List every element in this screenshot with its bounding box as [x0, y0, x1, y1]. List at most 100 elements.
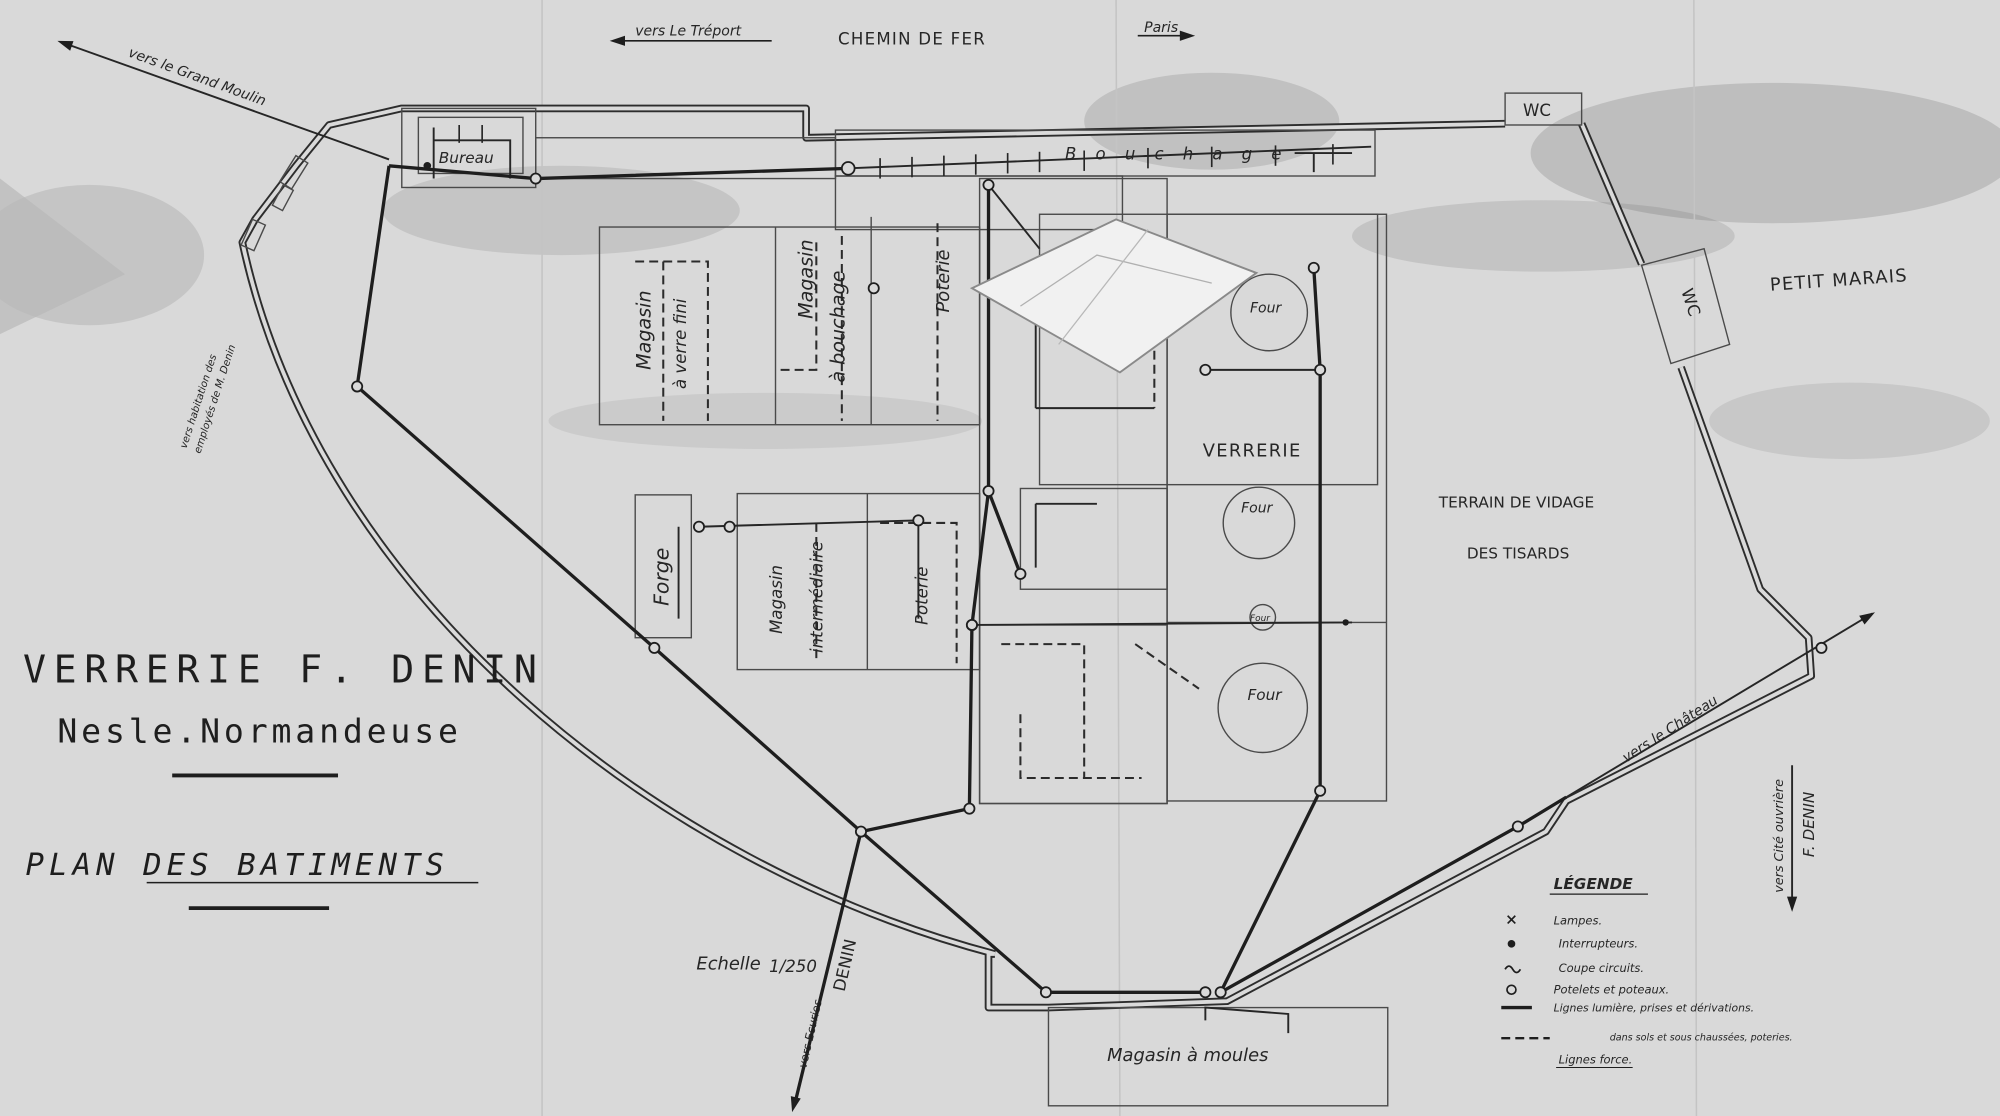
label-magasin-verre-fini-line2: à verre fini — [671, 298, 690, 389]
pole-icon — [648, 641, 661, 654]
label-magasin-bouchage-line2: à bouchage — [826, 271, 849, 383]
legend-item-label: Potelets et poteaux. — [1554, 983, 1670, 997]
label-four-1: Four — [1250, 300, 1283, 316]
magasin-intermediaire-building — [736, 492, 981, 671]
legend-item-label: Lignes force. — [1559, 1053, 1633, 1067]
pole-icon — [982, 485, 995, 498]
cross-stroke — [1507, 915, 1516, 924]
pole-icon — [1314, 363, 1327, 376]
fold-line — [1115, 0, 1121, 1116]
arrow-grand-moulin-icon — [57, 40, 74, 51]
furnace-circle — [1249, 603, 1277, 631]
label-magasin-bouchage-line1: Magasin — [794, 239, 817, 318]
filled-dot-icon — [1507, 939, 1516, 948]
legend-item-label: Interrupteurs. — [1559, 937, 1638, 951]
pole-icon — [1199, 986, 1212, 999]
patch-crease — [1020, 254, 1212, 307]
main-line — [60, 41, 390, 161]
pole-icon — [854, 825, 867, 838]
pole-icon — [351, 380, 364, 393]
small-room — [1019, 487, 1168, 590]
pole-icon — [1511, 820, 1524, 833]
power-line — [880, 521, 958, 664]
stain — [1530, 82, 2000, 224]
label-magasin-moules: Magasin à moules — [1107, 1045, 1268, 1066]
arrow-ecuries-icon — [790, 1096, 801, 1113]
pole-icon — [692, 520, 705, 533]
power-line — [1019, 714, 1142, 780]
power-lines — [635, 223, 1200, 780]
power-line — [635, 260, 709, 421]
stain — [1352, 200, 1735, 272]
scale-label: Echelle — [696, 953, 760, 974]
fold-line — [1693, 0, 1698, 1116]
patch — [969, 218, 1259, 374]
label-bouchage: Bouchage — [1065, 144, 1301, 163]
legend-item-label: Coupe circuits. — [1559, 961, 1644, 975]
scale-value: 1/250 — [769, 957, 817, 976]
direction-treport: vers Le Tréport — [635, 24, 741, 40]
legend-title: LÉGENDE — [1554, 874, 1634, 893]
legend-item-label: Lampes. — [1554, 914, 1603, 928]
light-line — [1204, 1006, 1290, 1034]
pole-icon — [1214, 986, 1227, 999]
main-line — [355, 165, 1206, 994]
paper-fold — [0, 178, 125, 335]
area-terrain-line2: DES TISARDS — [1467, 545, 1569, 563]
main-lighting-lines — [60, 41, 1873, 1105]
pole-icon — [840, 161, 856, 176]
plan-title: PLAN DES BATIMENTS — [26, 848, 450, 883]
lamp-marks — [458, 124, 1334, 179]
document-title: VERRERIE F. DENIN — [23, 647, 545, 692]
arrow-treport-icon — [609, 35, 625, 46]
stain — [548, 392, 983, 449]
area-terrain-line1: TERRAIN DE VIDAGE — [1438, 494, 1594, 512]
tilde-icon — [1504, 965, 1522, 974]
pole-icon — [723, 520, 736, 533]
wc-top-building — [1504, 92, 1583, 126]
furnace-circle — [1217, 662, 1309, 754]
main-line — [1219, 267, 1322, 994]
power-line — [1001, 643, 1086, 779]
light-line — [971, 621, 1353, 626]
wc-side-building — [1640, 247, 1731, 365]
legend-item-label: Lignes lumière, prises et dérivations. — [1554, 1001, 1755, 1014]
railway-label: CHEMIN DE FER — [838, 30, 986, 49]
label-poterie-top: Poterie — [933, 250, 954, 313]
furnace-circle — [1230, 273, 1309, 352]
light-line — [848, 145, 1372, 170]
direction-cite-line2: F. DENIN — [1800, 791, 1818, 857]
light-line — [1294, 152, 1353, 173]
pole-icon — [1815, 641, 1828, 654]
label-forge: Forge — [649, 548, 673, 606]
pole-icon — [1014, 567, 1027, 580]
label-magasin-intermediaire-line1: Magasin — [767, 565, 786, 634]
buildings — [401, 92, 1731, 1107]
main-line — [986, 490, 1022, 575]
pole-icon — [963, 802, 976, 815]
light-line — [1034, 502, 1097, 568]
label-wc-top: WC — [1523, 101, 1551, 120]
main-line — [793, 831, 863, 1105]
property-boundary — [238, 104, 1816, 1012]
wall-shed — [278, 154, 309, 190]
document-location: Nesle.Normandeuse — [57, 711, 461, 750]
label-bureau: Bureau — [439, 149, 494, 167]
pole-icon — [1039, 986, 1052, 999]
label-four-2: Four — [1241, 501, 1274, 517]
label-magasin-verre-fini-line1: Magasin — [633, 290, 656, 369]
arrow-chateau-icon — [1859, 612, 1875, 625]
cross-icon — [1507, 915, 1516, 924]
magasin-moules-building — [1047, 1006, 1389, 1107]
pole-icon — [982, 178, 995, 191]
legend-item-note: dans sols et sous chaussées, poteries. — [1610, 1033, 1793, 1044]
wall-shed — [240, 218, 267, 252]
label-four-3: Four — [1250, 614, 1271, 624]
poles — [351, 161, 1828, 999]
label-magasin-intermediaire-line2: intermédiaire — [808, 541, 827, 653]
label-verrerie: VERRERIE — [1203, 441, 1302, 462]
power-line — [1071, 292, 1156, 409]
pole-icon — [965, 618, 978, 631]
direction-cite-line1: vers Cité ouvrière — [1772, 779, 1787, 893]
